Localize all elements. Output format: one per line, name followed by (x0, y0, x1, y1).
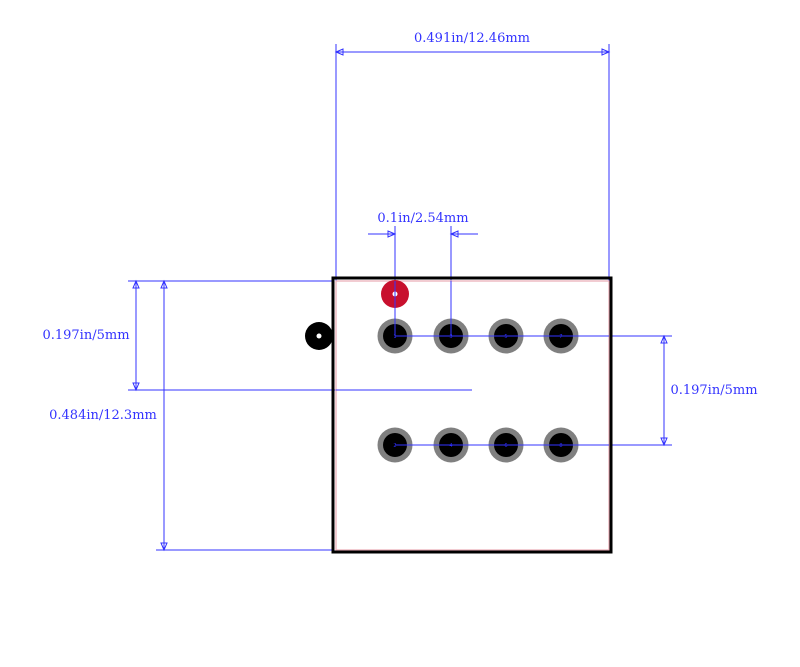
pin-pitch-label: 0.1in/2.54mm (377, 211, 468, 226)
courtyard-outline (335, 280, 610, 551)
pin-pitch-dimension: 0.1in/2.54mm (368, 211, 478, 336)
pad-label: 5 (504, 334, 507, 340)
pad-label: 1 (393, 334, 396, 340)
overall-height-label: 0.484in/12.3mm (49, 408, 157, 423)
left-offset-label: 0.197in/5mm (42, 328, 129, 343)
pad-label: 7 (559, 334, 562, 340)
overall-width-label: 0.491in/12.46mm (414, 31, 530, 46)
pin1-orientation-dot (305, 322, 333, 350)
pad-label: 8 (559, 443, 562, 449)
pad-label: 2 (393, 443, 396, 449)
package-outline (331, 276, 613, 554)
overall-width-dimension: 0.491in/12.46mm (334, 31, 611, 282)
pad-label: 4 (449, 443, 452, 449)
pad-label: 3 (449, 334, 452, 340)
pad-label: 6 (504, 443, 507, 449)
overall-height-dimension: 0.484in/12.3mm (49, 279, 334, 552)
row-spacing-label: 0.197in/5mm (670, 383, 757, 398)
